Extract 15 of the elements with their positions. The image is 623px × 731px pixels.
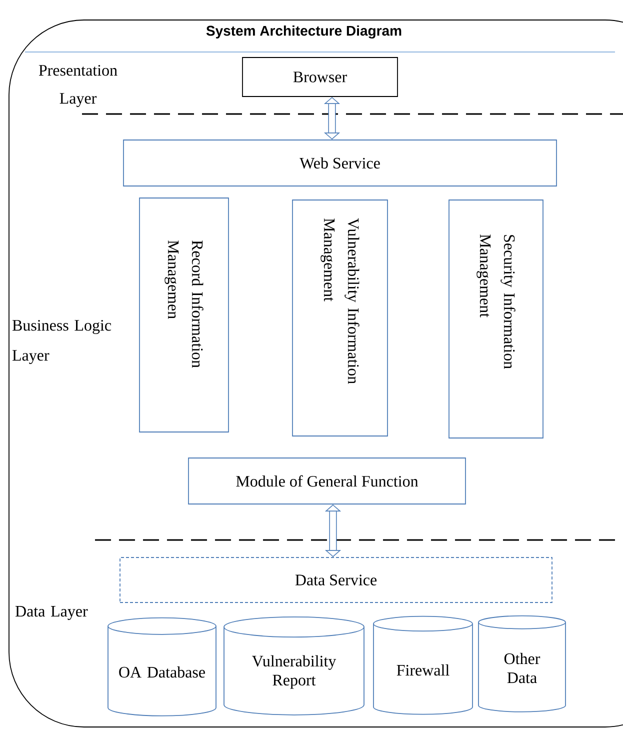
database-cylinder: OA Database (108, 617, 216, 716)
layer-label: Presentation Layer (38, 65, 118, 108)
database-cylinder: Vulnerability Report (224, 616, 364, 716)
database-cylinder: Firewall (373, 616, 473, 715)
module-box: Web Service (123, 140, 557, 186)
module-box: Security Information Management (448, 200, 544, 438)
layer-label: Data Layer (15, 606, 88, 620)
module-box: Browser (242, 57, 398, 97)
module-box: Record Information Managemen (139, 198, 229, 432)
module-box: Module of General Function (188, 458, 466, 504)
module-box: Vulnerability Information Management (292, 200, 388, 436)
title: System Architecture Diagram (206, 25, 402, 39)
layer-label: Business Logic Layer (12, 320, 112, 364)
service-box: Data Service (120, 557, 552, 603)
database-cylinder: Other Data (478, 615, 566, 712)
